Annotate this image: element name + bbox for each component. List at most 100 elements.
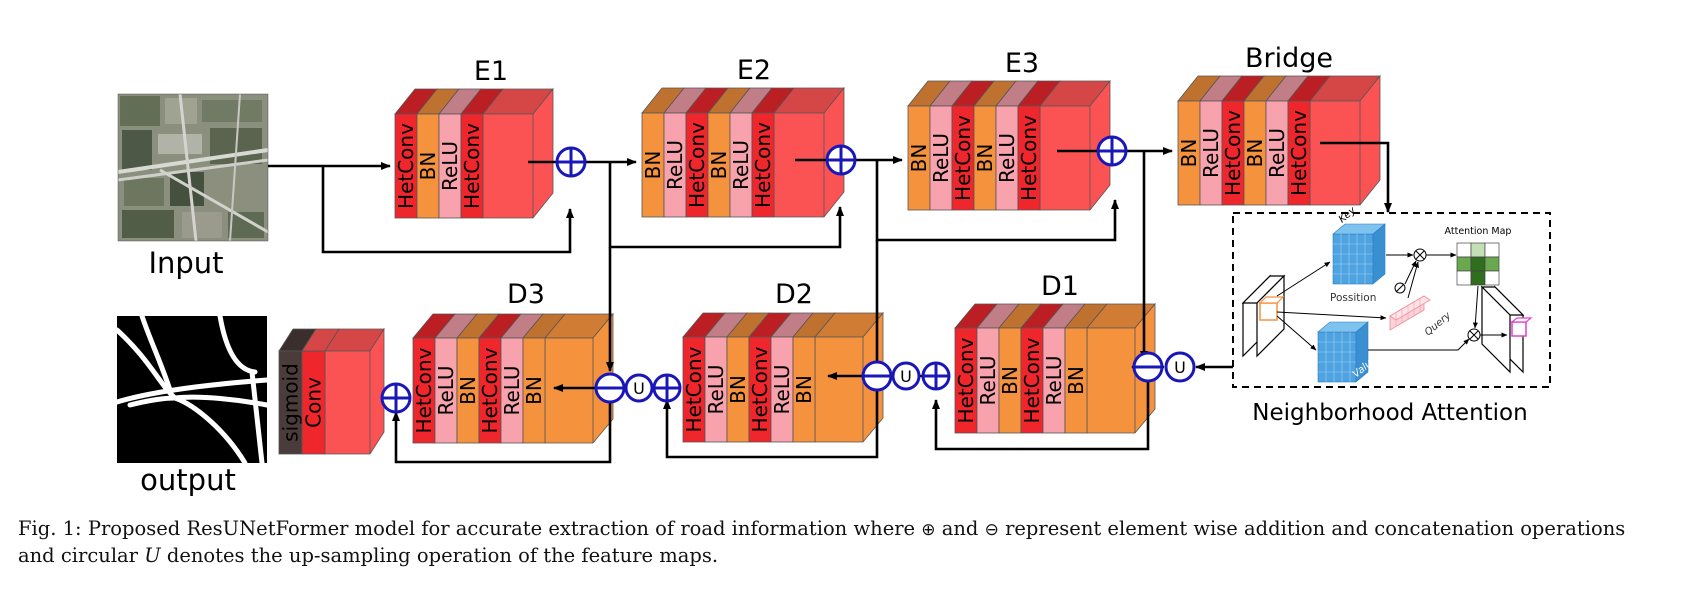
d3-layer-label: HetConv — [478, 347, 502, 433]
bridge-layer-label: BN — [1243, 139, 1267, 168]
concat-op-d3 — [594, 372, 626, 404]
attention-scale-op — [1394, 282, 1406, 294]
e3-layer-label: ReLU — [929, 133, 953, 183]
e2-layer-label: HetConv — [685, 122, 709, 208]
caption-part-2: and — [935, 517, 985, 540]
out-layer-label: Conv — [302, 377, 326, 428]
d1-title: D1 — [1041, 271, 1079, 302]
query-label: Query — [1423, 310, 1454, 339]
attention-output-slab — [1480, 285, 1533, 374]
d1-layer-label: BN — [1064, 366, 1088, 395]
bridge-layer-label: HetConv — [1287, 110, 1311, 196]
operations-layer: U U U — [380, 135, 1196, 414]
d3-title: D3 — [507, 279, 545, 310]
input-image — [117, 93, 269, 242]
add-op-e2 — [825, 144, 857, 176]
d3-layer-label: ReLU — [434, 365, 458, 415]
d2-layer-label: HetConv — [748, 346, 772, 432]
e1-layer-label: HetConv — [460, 123, 484, 209]
d1-layer-label: HetConv — [1020, 337, 1044, 423]
add-op-d2 — [652, 373, 682, 403]
d2-layer-label: BN — [726, 375, 750, 404]
u-symbol: U — [144, 544, 161, 567]
output-image — [114, 313, 270, 466]
up-op-d2: U — [891, 361, 921, 391]
e1-layer-label: HetConv — [394, 123, 418, 209]
d3-layer-bn — [522, 337, 546, 444]
d1-layer-label: HetConv — [954, 337, 978, 423]
d1-layer-bn — [1064, 327, 1088, 434]
attention-module: Key Possition Value Query — [1232, 204, 1551, 388]
e3-layer-hetconv — [1017, 105, 1041, 211]
add-op-e1 — [555, 146, 587, 178]
caption-part-3: represent element wise addition and conc… — [18, 517, 1626, 567]
d3-layer-label: HetConv — [412, 347, 436, 433]
output-label: output — [140, 463, 236, 497]
concat-op-d2 — [861, 360, 893, 392]
e2-layer-label: BN — [641, 151, 665, 180]
e2-layer-label: BN — [707, 151, 731, 180]
up-op-d3: U — [624, 373, 654, 403]
concat-op-d1 — [1132, 351, 1164, 383]
minus-symbol: ⊖ — [984, 520, 999, 540]
up-op-d1-label: U — [1174, 358, 1186, 377]
attention-map-grid — [1456, 242, 1500, 286]
add-op-d1 — [921, 361, 951, 391]
d1-layer-label: BN — [998, 366, 1022, 395]
d2-layer-label: ReLU — [770, 364, 794, 414]
attention-input-slab — [1241, 274, 1286, 358]
e2-title: E2 — [737, 55, 771, 86]
caption-part-4: denotes the up-sampling operation of the… — [160, 544, 719, 567]
e1-title: E1 — [474, 56, 508, 87]
attention-map-label: Attention Map — [1445, 226, 1512, 237]
add-op-e3 — [1096, 135, 1128, 167]
bridge-layer-label: ReLU — [1265, 128, 1289, 178]
attention-mult-1 — [1413, 248, 1427, 262]
e2-layer-label: ReLU — [663, 140, 687, 190]
key-label: Key — [1337, 204, 1359, 225]
bridge-layer-hetconv — [1287, 100, 1311, 206]
d2-layer-label: HetConv — [682, 346, 706, 432]
d3-layer-label: ReLU — [500, 365, 524, 415]
e3-title: E3 — [1005, 48, 1039, 79]
d2-title: D2 — [775, 279, 813, 310]
attention-dashed-box — [1232, 212, 1551, 388]
d2-layer-bn — [792, 336, 816, 443]
plus-symbol: ⊕ — [921, 520, 936, 540]
e2-layer-label: ReLU — [729, 140, 753, 190]
e2-layer-label: HetConv — [751, 122, 775, 208]
key-cube — [1332, 223, 1386, 285]
add-op-d3 — [380, 382, 412, 414]
d2-layer-label: BN — [792, 375, 816, 404]
position-label: Possition — [1330, 292, 1376, 304]
e3-layer-label: BN — [907, 144, 931, 173]
attention-title: Neighborhood Attention — [1252, 400, 1527, 426]
e1-layer-hetconv — [460, 113, 484, 219]
query-bar — [1389, 295, 1431, 331]
bridge-layer-label: BN — [1177, 139, 1201, 168]
input-label: Input — [148, 246, 223, 280]
out-layer-label: sigmoid — [279, 363, 303, 442]
d2-layer-label: ReLU — [704, 364, 728, 414]
d3-layer-label: BN — [522, 376, 546, 405]
bridge-title: Bridge — [1245, 43, 1333, 74]
bridge-layer-label: HetConv — [1221, 110, 1245, 196]
e2-layer-hetconv — [751, 112, 775, 218]
e3-layer-label: BN — [973, 144, 997, 173]
up-op-d2-label: U — [900, 367, 912, 386]
e3-layer-label: HetConv — [951, 115, 975, 201]
e1-layer-label: ReLU — [438, 141, 462, 191]
figure-caption: Fig. 1: Proposed ResUNetFormer model for… — [18, 516, 1658, 569]
up-op-d3-label: U — [633, 379, 645, 398]
d3-layer-label: BN — [456, 376, 480, 405]
e3-layer-label: HetConv — [1017, 115, 1041, 201]
